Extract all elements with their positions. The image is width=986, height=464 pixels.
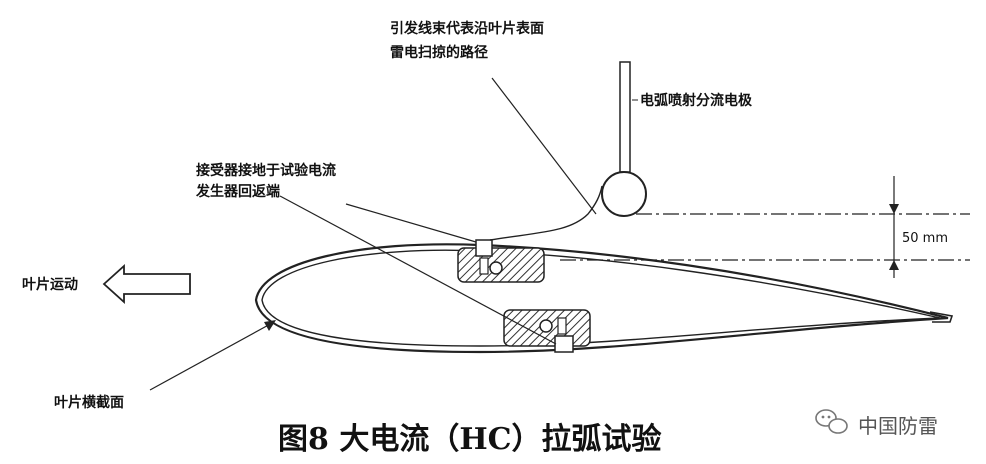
label-receptor-line2: 发生器回返端 [196, 184, 280, 200]
label-cross-section: 叶片横截面 [54, 395, 124, 411]
label-path-line2: 雷电扫掠的路径 [390, 45, 488, 61]
label-path-line1: 引发线束代表沿叶片表面 [390, 21, 544, 37]
upper-receptor-pin [479, 257, 489, 275]
dimension-arrow-top [889, 204, 899, 214]
electrode-ball [601, 171, 647, 217]
blade-motion-arrow [102, 263, 191, 305]
upper-receptor-tip [475, 239, 493, 257]
leader-receptor-upper [345, 203, 477, 243]
blade-trailing-edge [929, 311, 954, 323]
lower-receptor-tip [554, 335, 574, 353]
lower-receptor-bolt [539, 319, 553, 333]
upper-receptor-bolt [489, 261, 503, 275]
blade-inner-shell [261, 249, 941, 347]
leader-receptor-lower [279, 195, 557, 345]
leader-cross-section [149, 321, 275, 391]
leader-path [491, 77, 597, 215]
label-blade-motion: 叶片运动 [22, 277, 78, 293]
label-receptor-line1: 接受器接地于试验电流 [196, 163, 336, 179]
electrode-rod [619, 61, 631, 173]
figure-caption: 图8 大电流（HC）拉弧试验 [278, 422, 662, 457]
blade-outer-shell [254, 243, 949, 354]
lower-receptor-pin [557, 317, 567, 335]
dimension-arrow-bottom [889, 260, 899, 270]
wechat-icon [815, 409, 848, 434]
initiating-wire [489, 185, 603, 241]
label-electrode: 电弧喷射分流电极 [640, 93, 752, 109]
cross-section-arrow-head [264, 320, 276, 331]
label-dimension: 50 mm [902, 231, 949, 246]
watermark-text: 中国防雷 [858, 414, 938, 438]
